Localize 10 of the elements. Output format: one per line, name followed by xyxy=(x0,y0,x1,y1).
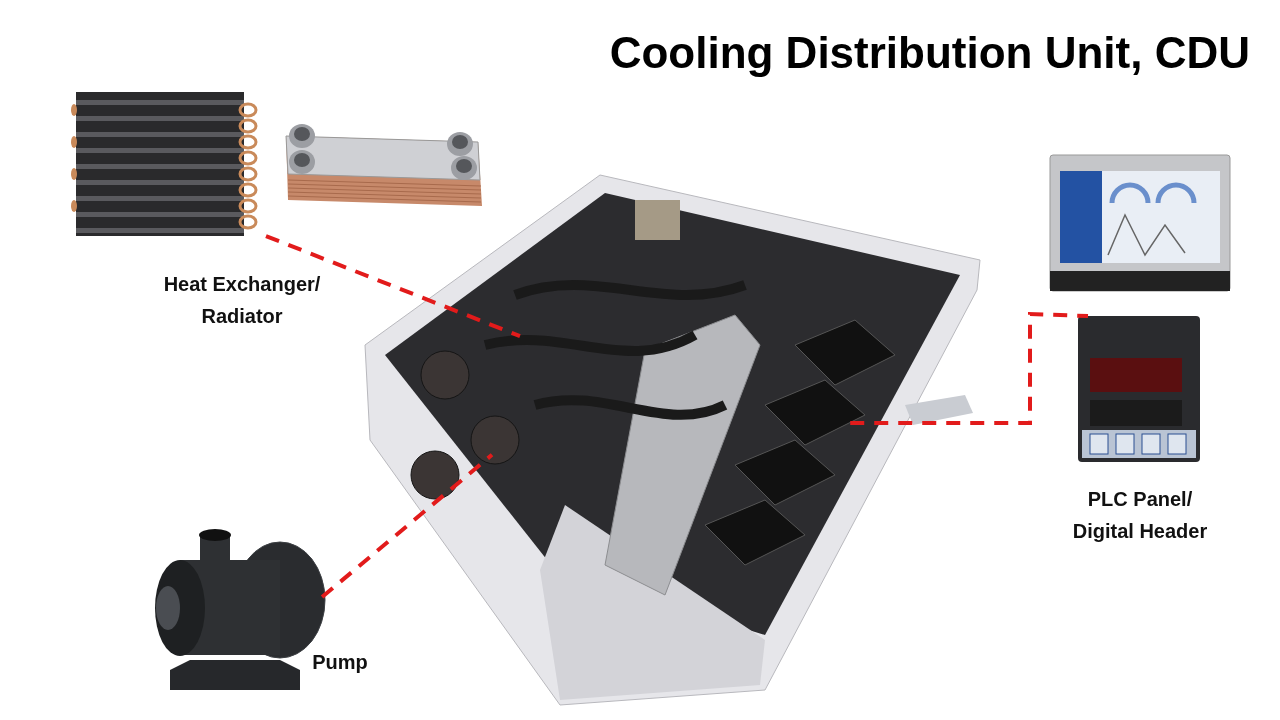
leader-line xyxy=(320,453,494,599)
touch-screen-drawing xyxy=(1050,155,1230,291)
title: Cooling Distribution Unit, CDU xyxy=(608,28,1250,78)
leader-line xyxy=(265,234,521,338)
part-label: PLC Panel/ Digital Header xyxy=(1071,487,1209,544)
part-label: Heat Exchanger/ Radiator xyxy=(162,272,322,329)
cdu-unit-drawing xyxy=(365,175,980,705)
leader-line xyxy=(850,311,1089,426)
part-label: Pump xyxy=(311,650,369,675)
controller-drawing xyxy=(1078,316,1200,462)
